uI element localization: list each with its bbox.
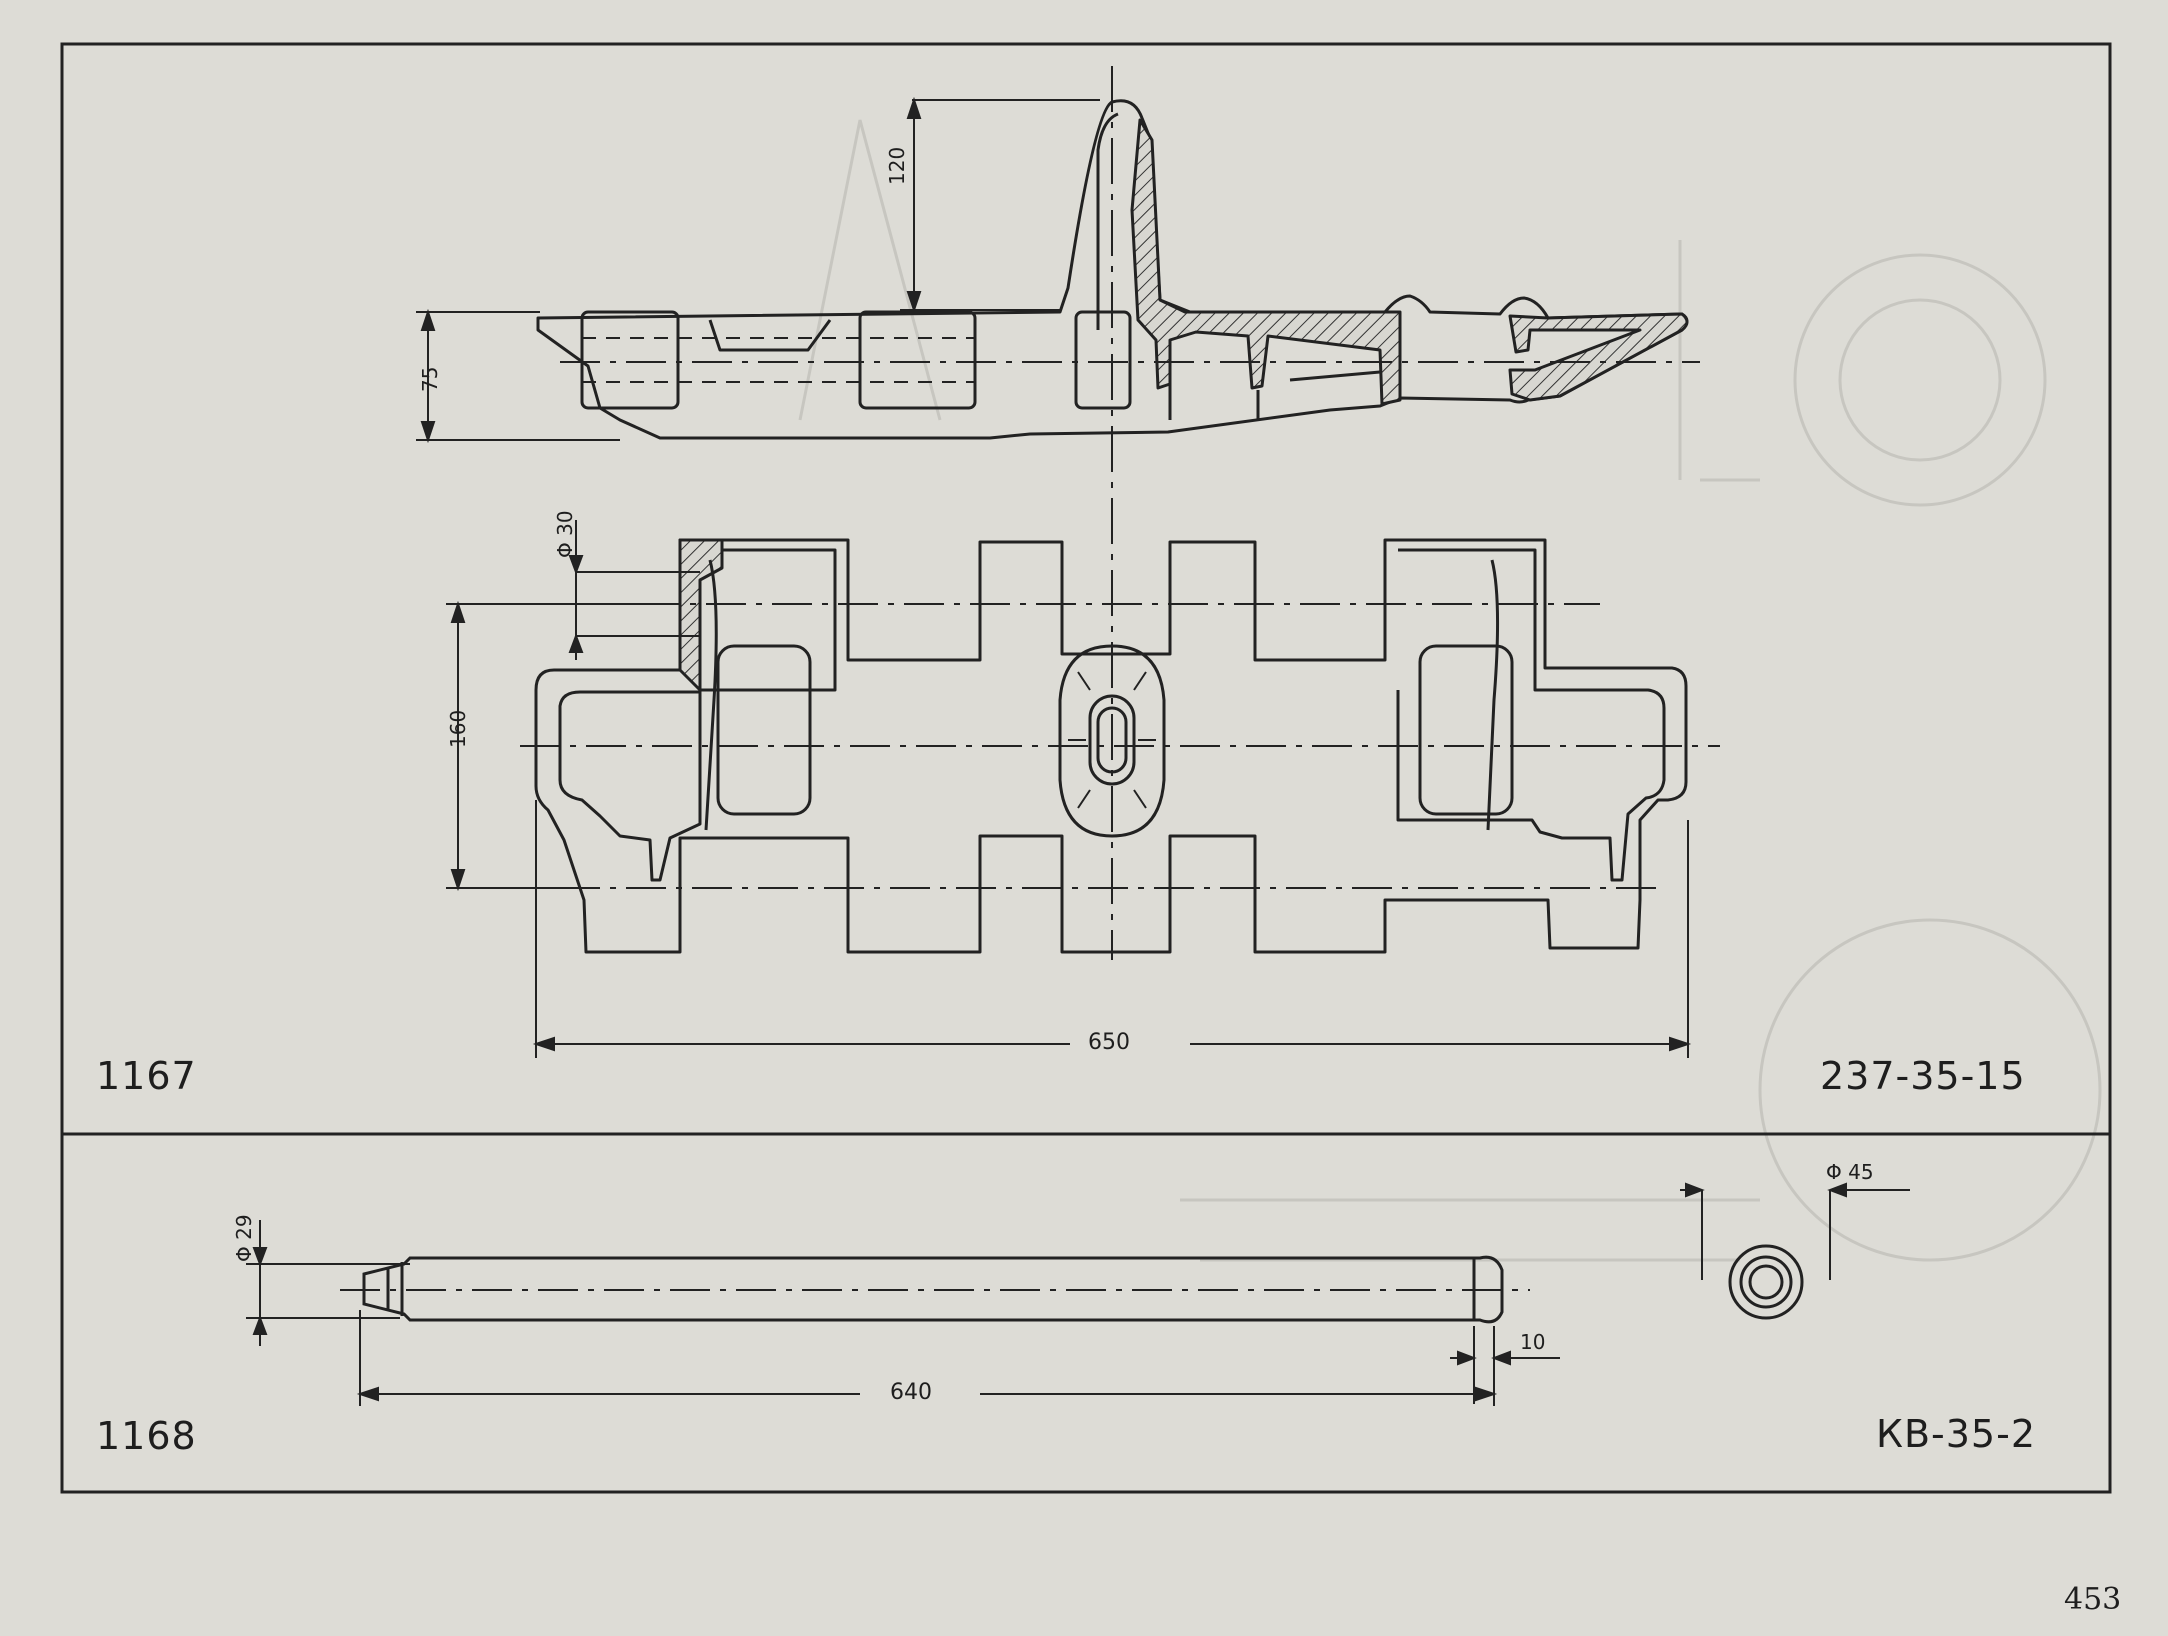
dim-650-label: 650 [1088,1030,1130,1055]
lug-block-3 [1074,310,1132,410]
hatched-section-main [1130,118,1402,406]
side-view [536,99,1700,440]
bleed-through-ghost [798,119,2102,1262]
dim-120-label: 120 [885,146,909,185]
boss-outer [1058,644,1166,838]
part-1167-dimensions [416,96,1692,1058]
dim-120-arrow-top [906,96,922,119]
dim-10-arrow-left [1457,1350,1477,1366]
dim-640-label: 640 [890,1380,932,1405]
plan-view-outline [534,538,1688,954]
center-boss [1058,644,1166,838]
dim-160-arrow-bottom [450,869,466,892]
dim-45-arrow-right [1827,1182,1847,1198]
dim-650-arrow-right [1669,1036,1692,1052]
dim-30-label: Φ 30 [553,510,577,558]
dim-45-arrow-left [1685,1182,1705,1198]
dim-45-lines [1680,1189,1910,1280]
dim-640-arrow-right [1475,1386,1498,1402]
plan-view [520,538,1720,954]
dim-75-label: 75 [418,366,442,392]
pin-end-outer [1728,1244,1804,1320]
dim-120-lines [900,99,1100,311]
dim-75-arrow-top [420,308,436,331]
item-number-1167: 1167 [96,1054,197,1098]
plan-pocket-2 [1418,644,1514,816]
hatched-section-nose [1508,312,1689,402]
dim-640-arrow-left [356,1386,379,1402]
dim-29-arrow-top [252,1247,268,1267]
boss-spokes [1068,671,1156,809]
part-code-1167: 237-35-15 [1820,1054,2026,1098]
drawing-frame [60,42,2112,1494]
fin-inner-line [1096,112,1119,330]
dim-29-lines [246,1220,410,1346]
part-code-1168: КВ-35-2 [1876,1412,2037,1456]
plan-rib-right [1486,559,1500,831]
pin-end-mid [1739,1255,1793,1309]
lower-rib [1168,370,1381,420]
pin-groove [386,1262,404,1316]
dim-160-arrow-top [450,600,466,623]
dim-30-arrow-top [568,555,584,575]
dim-10-arrow-right [1491,1350,1511,1366]
lug-recess [708,319,832,352]
dim-650-lines [535,800,1689,1058]
part-1167-track-shoe [520,66,1720,960]
dim-75-arrow-bottom [420,421,436,444]
plan-rib-left [704,559,718,831]
item-number-1168: 1168 [96,1414,197,1458]
pin-end-view [1728,1244,1804,1320]
dim-75-lines [416,311,620,441]
dim-160-label: 160 [446,709,470,748]
plan-pocket-1 [716,644,812,816]
lug-block-2 [858,310,977,410]
plan-inner-outline [558,548,837,882]
dim-29-arrow-bottom [252,1315,268,1335]
page-number: 453 [2064,1582,2122,1617]
lug-block-1 [580,310,680,410]
hatched-corner [678,538,724,692]
dim-30-arrow-bottom [568,633,584,653]
dim-10-label: 10 [1520,1330,1546,1354]
part-1168-dimensions [246,1182,1910,1406]
boss-slot-inner [1096,706,1128,774]
dim-10-lines [1450,1326,1560,1404]
dim-120-arrow-bottom [906,291,922,314]
dim-160-lines [446,603,640,889]
pin-body [362,1255,1504,1324]
dim-650-arrow-left [532,1036,555,1052]
frame-border [60,42,2112,1494]
pin-end-inner [1748,1264,1784,1300]
dim-29-label: Φ 29 [232,1214,256,1262]
dim-45-label: Φ 45 [1826,1160,1874,1184]
dim-640-lines [359,1310,1495,1406]
plan-inner-outline-right [1396,548,1666,882]
part-1168-track-pin [340,1244,1804,1324]
boss-slot [1088,694,1136,786]
